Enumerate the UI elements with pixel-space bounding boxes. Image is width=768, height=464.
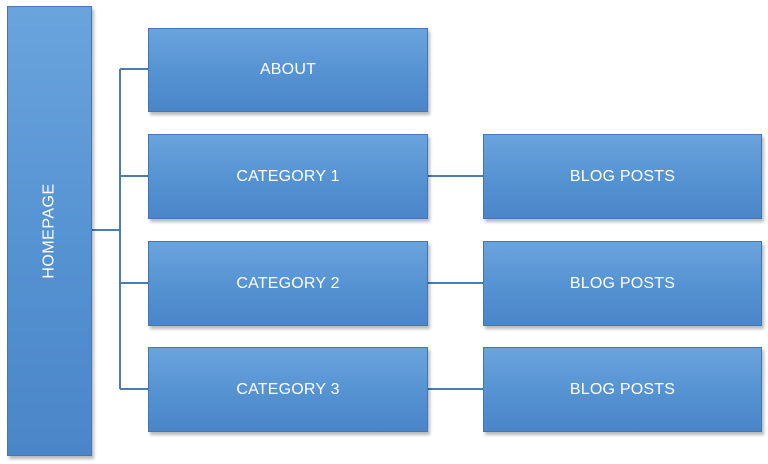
category-3-label: CATEGORY 3	[236, 380, 340, 398]
about-label: ABOUT	[259, 61, 317, 78]
about-node: ABOUT	[148, 28, 428, 112]
category-2-label: CATEGORY 2	[236, 274, 340, 292]
blog-posts-2-node: BLOG POSTS	[483, 241, 762, 326]
category-2-node: CATEGORY 2	[148, 241, 428, 326]
blog-posts-2-label: BLOG POSTS	[569, 274, 676, 292]
homepage-node: HOMEPAGE	[7, 6, 92, 456]
blog-posts-1-node: BLOG POSTS	[483, 134, 762, 219]
category-1-node: CATEGORY 1	[148, 134, 428, 219]
category-1-label: CATEGORY 1	[236, 167, 340, 185]
blog-posts-1-label: BLOG POSTS	[569, 167, 676, 185]
category-3-node: CATEGORY 3	[148, 347, 428, 432]
homepage-label: HOMEPAGE	[40, 183, 58, 279]
blog-posts-3-node: BLOG POSTS	[483, 347, 762, 432]
blog-posts-3-label: BLOG POSTS	[569, 380, 676, 398]
